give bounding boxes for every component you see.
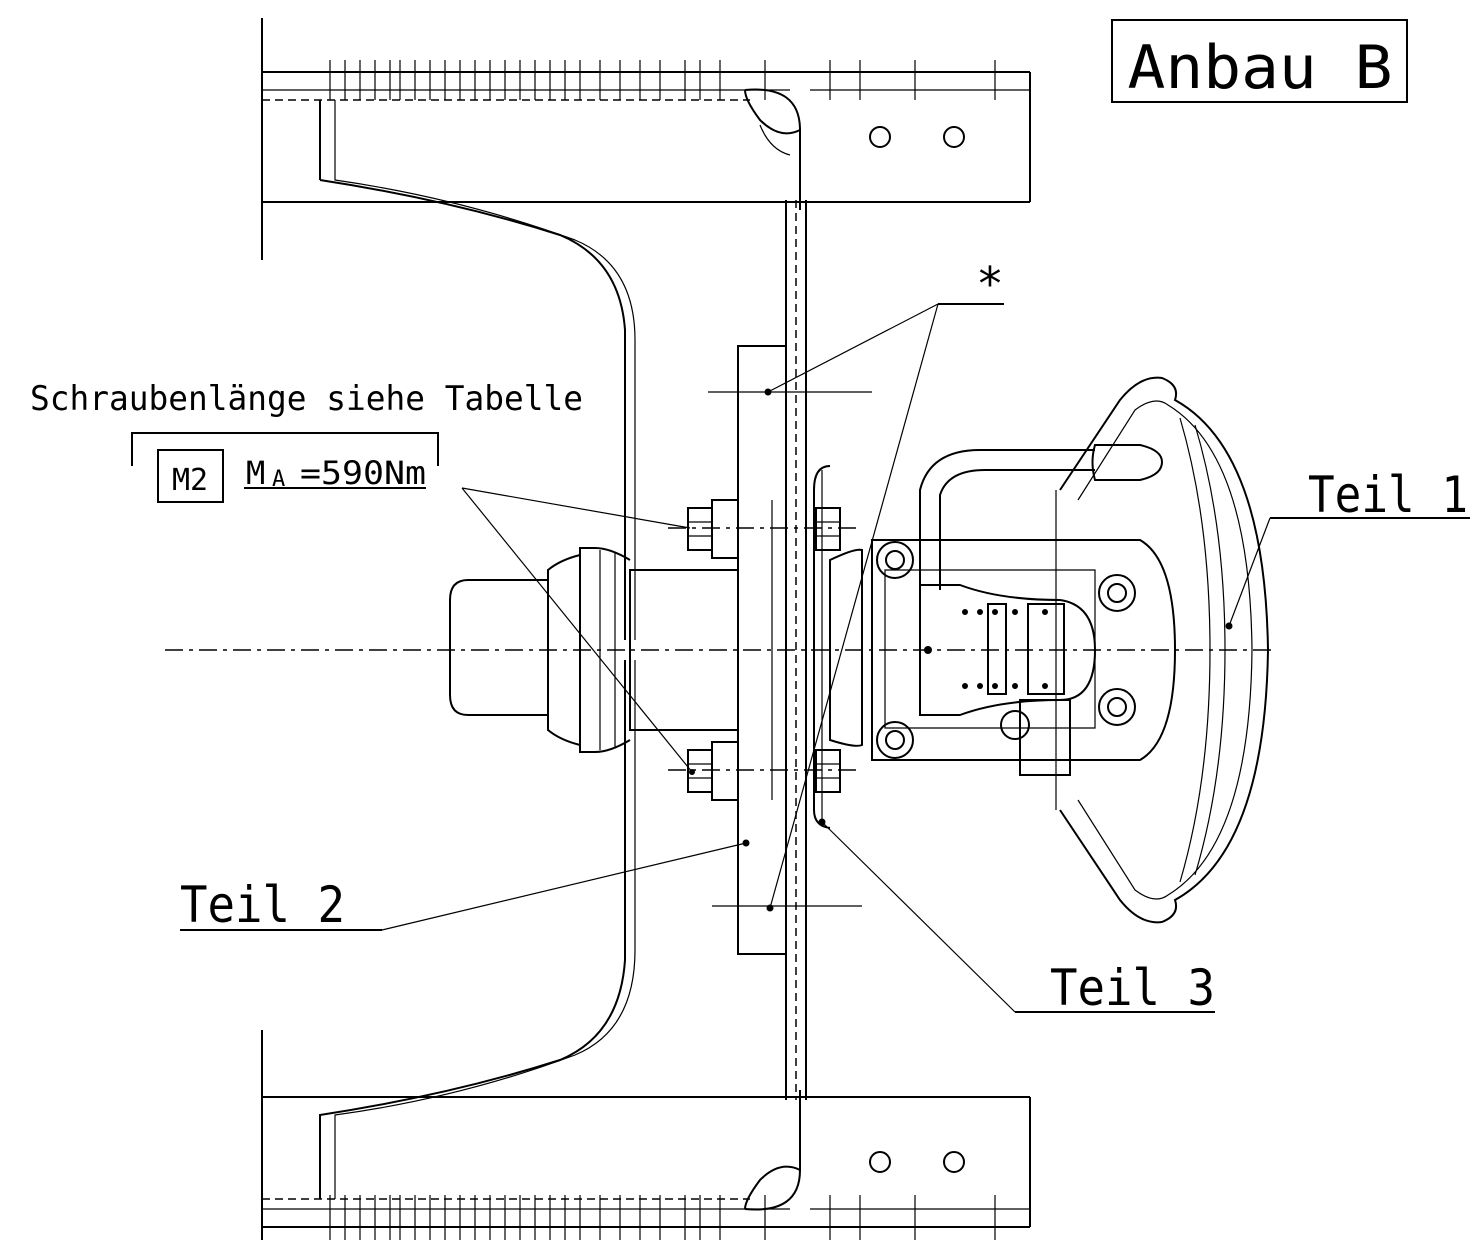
asterisk-mark: *: [976, 257, 1004, 311]
part1-label: Teil 1: [1308, 466, 1468, 524]
torque-subscript: A: [272, 467, 285, 492]
bolt-symbol: M2: [172, 463, 208, 498]
coupling-head: [829, 444, 1177, 776]
screw-length-note: Schraubenlänge siehe Tabelle: [30, 379, 583, 419]
part3-label: Teil 3: [1050, 959, 1215, 1017]
part2-label: Teil 2: [180, 876, 345, 934]
torque-label: M: [246, 454, 265, 492]
bolts: [668, 499, 860, 801]
bottom-rail: [262, 660, 1031, 1240]
title-block: Anbau B: [1111, 19, 1408, 103]
top-rail: [262, 60, 1031, 640]
torque-value: =590Nm: [300, 454, 426, 492]
annotations: Schraubenlänge siehe Tabelle M2 M A =590…: [30, 257, 1470, 1017]
cylinder-housing: [449, 547, 738, 753]
title-text: Anbau B: [1128, 33, 1393, 103]
